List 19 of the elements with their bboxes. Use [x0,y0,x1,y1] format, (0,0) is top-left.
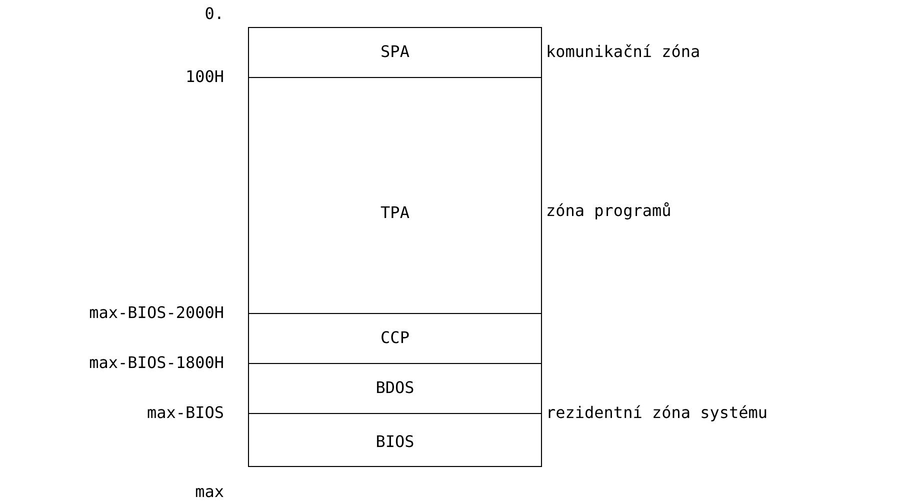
address-label: max-BIOS-1800H [89,353,224,373]
memory-segment [248,77,542,314]
memory-segment [248,413,542,467]
memory-segment [248,27,542,78]
zone-label: komunikační zóna [546,42,700,62]
zone-label: rezidentní zóna systému [546,403,768,423]
memory-segment [248,363,542,414]
address-label: 0. [204,4,224,24]
segment-label: BIOS [374,432,416,451]
segment-label: SPA [380,42,410,61]
address-label: max-BIOS-2000H [89,303,224,323]
segment-label: TPA [380,203,410,222]
zone-label: zóna programů [546,201,672,221]
segment-label: CCP [380,328,410,347]
address-label: 100H [185,67,224,87]
address-label: max-BIOS [146,403,224,423]
segment-label: BDOS [374,378,416,397]
memory-segment [248,313,542,364]
address-label: max [195,482,224,502]
